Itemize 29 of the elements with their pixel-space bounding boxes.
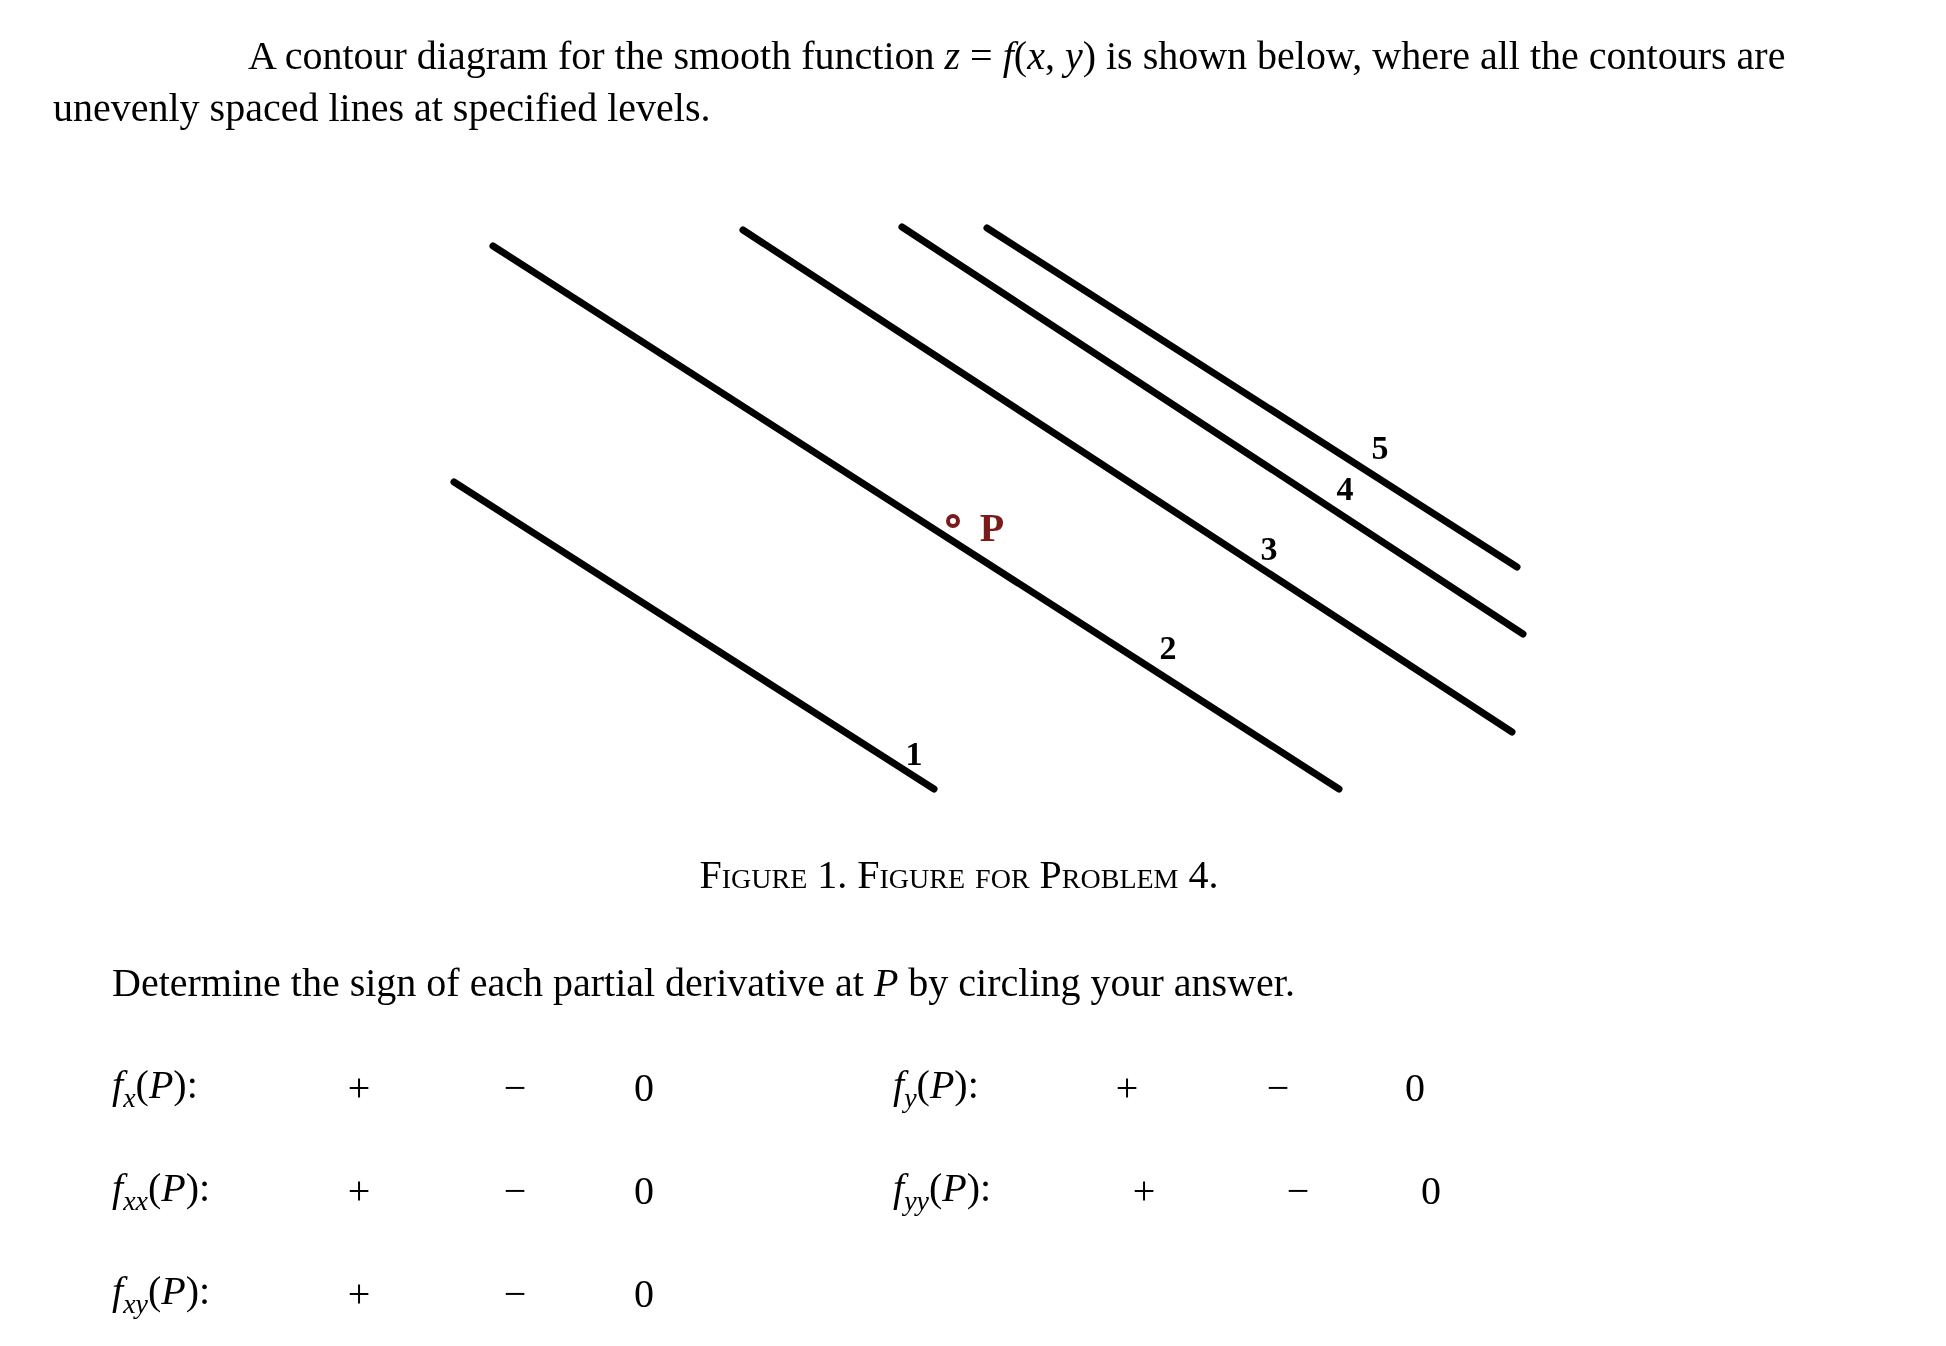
answer-choice: 0 bbox=[634, 1171, 654, 1211]
contour-level: 4 bbox=[1336, 472, 1354, 506]
answer-choice: 0 bbox=[1405, 1068, 1425, 1108]
answer-choice: − bbox=[1286, 1171, 1310, 1211]
derivative-label: f$_{y}$(P): bbox=[893, 1064, 979, 1112]
point-label: P bbox=[979, 508, 1005, 548]
contour-level: 3 bbox=[1260, 532, 1278, 566]
problem-statement: A contour diagram for the smooth function z = f(x, y) is shown below, where all the contours are unevenly spaced lines at specified levels. bbox=[53, 32, 1787, 132]
contour-level: 2 bbox=[1159, 631, 1177, 665]
answer-choice: 0 bbox=[634, 1274, 654, 1314]
contour-level: 5 bbox=[1371, 431, 1389, 465]
answer-choice: + bbox=[1115, 1068, 1139, 1108]
derivative-label: f$_{xx}$(P): bbox=[112, 1167, 211, 1215]
answer-choice: + bbox=[347, 1068, 371, 1108]
derivative-label: f$_{xy}$(P): bbox=[112, 1270, 211, 1318]
answer-choice: + bbox=[1132, 1171, 1156, 1211]
answer-choice: + bbox=[347, 1171, 371, 1211]
figure-caption: Figure 1. Figure for Problem 4. bbox=[699, 855, 1219, 895]
answer-choice: 0 bbox=[1421, 1171, 1441, 1211]
derivative-label: f$_{x}$(P): bbox=[112, 1064, 198, 1112]
instruction-text: Determine the sign of each partial derivative at P by circling your answer. bbox=[112, 963, 1295, 1003]
contour-level: 1 bbox=[905, 737, 923, 771]
answer-choice: + bbox=[347, 1274, 371, 1314]
derivative-label: f$_{yy}$(P): bbox=[893, 1167, 992, 1215]
answer-choice: − bbox=[503, 1171, 527, 1211]
answer-choice: − bbox=[503, 1068, 527, 1108]
answer-choice: − bbox=[1266, 1068, 1290, 1108]
answer-choice: − bbox=[503, 1274, 527, 1314]
answer-choice: 0 bbox=[634, 1068, 654, 1108]
